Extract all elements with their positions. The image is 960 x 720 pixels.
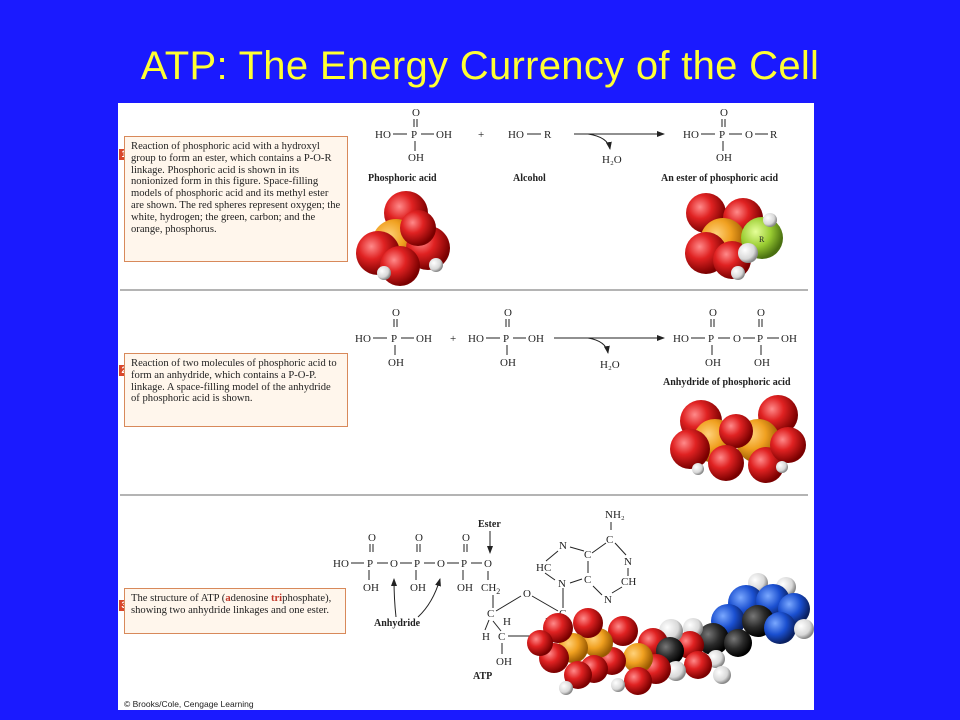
svg-text:HO: HO (355, 333, 371, 345)
svg-text:P: P (391, 333, 397, 345)
phosphoric-acid-structure: O HO P OH OH (375, 107, 452, 164)
svg-text:O: O (745, 129, 753, 141)
svg-text:C: C (498, 631, 505, 643)
label-ester: An ester of phosphoric acid (661, 173, 778, 184)
svg-text:OH: OH (408, 152, 424, 164)
svg-text:O: O (412, 107, 420, 119)
svg-text:P: P (461, 558, 467, 570)
label-R-atom: R (759, 235, 765, 244)
phosphoric-acid-structure-2b: O HO P OH OH (468, 307, 544, 369)
svg-text:H: H (482, 631, 490, 643)
svg-text:R: R (770, 129, 778, 141)
label-atp: ATP (473, 671, 492, 682)
plus-sign-2: + (450, 333, 456, 345)
svg-text:O: O (415, 532, 423, 544)
svg-text:O: O (720, 107, 728, 119)
svg-text:O: O (484, 558, 492, 570)
section-2-caption: Reaction of two molecules of phosphoric … (124, 353, 348, 427)
anhydride-pointer-1 (391, 578, 398, 618)
svg-text:O: O (504, 307, 512, 319)
svg-text:C: C (584, 574, 591, 586)
svg-text:OH: OH (500, 357, 516, 369)
svg-text:P: P (757, 333, 763, 345)
section-1-caption: Reaction of phosphoric acid with a hydro… (124, 136, 348, 262)
svg-text:HO: HO (673, 333, 689, 345)
alcohol-structure: HO R (508, 129, 552, 141)
svg-text:HO: HO (468, 333, 484, 345)
label-anhydride-acid: Anhydride of phosphoric acid (663, 377, 791, 388)
svg-text:O: O (733, 333, 741, 345)
svg-text:HO: HO (375, 129, 391, 141)
svg-text:P: P (503, 333, 509, 345)
ester-model (685, 193, 783, 280)
svg-text:O: O (462, 532, 470, 544)
reaction-arrow-1 (574, 131, 665, 150)
svg-text:P: P (719, 129, 725, 141)
svg-text:P: P (414, 558, 420, 570)
svg-text:H: H (503, 616, 511, 628)
figure-panel: 1 Reaction of phosphoric acid with a hyd… (118, 103, 814, 710)
svg-text:HO: HO (333, 558, 349, 570)
svg-text:CH: CH (621, 576, 636, 588)
label-anhydride-linkage: Anhydride (374, 618, 421, 629)
svg-text:N: N (624, 556, 632, 568)
anhydride-structure: O HO P O O P OH OH OH (673, 307, 797, 369)
svg-text:C: C (584, 549, 591, 561)
svg-text:HO: HO (683, 129, 699, 141)
svg-text:O: O (368, 532, 376, 544)
svg-text:OH: OH (496, 656, 512, 668)
phosphoric-acid-model (356, 191, 450, 286)
svg-text:HO: HO (508, 129, 524, 141)
svg-text:CH2: CH2 (481, 582, 500, 596)
svg-text:OH: OH (754, 357, 770, 369)
svg-text:N: N (558, 578, 566, 590)
svg-text:OH: OH (716, 152, 732, 164)
svg-text:N: N (559, 540, 567, 552)
svg-text:OH: OH (781, 333, 797, 345)
svg-text:P: P (708, 333, 714, 345)
label-phosphoric-acid: Phosphoric acid (368, 173, 437, 184)
svg-text:HC: HC (536, 562, 551, 574)
plus-sign-1: + (478, 129, 484, 141)
slide-title: ATP: The Energy Currency of the Cell (140, 44, 820, 88)
svg-text:OH: OH (457, 582, 473, 594)
svg-text:C: C (487, 608, 494, 620)
svg-text:OH: OH (410, 582, 426, 594)
svg-text:R: R (544, 129, 552, 141)
byproduct-water-2: H₂O (600, 359, 620, 371)
svg-text:P: P (411, 129, 417, 141)
atp-model (527, 573, 814, 695)
svg-text:OH: OH (388, 357, 404, 369)
anhydride-pointer-2 (417, 578, 441, 618)
svg-text:O: O (757, 307, 765, 319)
svg-text:O: O (392, 307, 400, 319)
byproduct-water-1: H₂O (602, 154, 622, 166)
svg-text:N: N (604, 594, 612, 606)
svg-text:O: O (523, 588, 531, 600)
ester-structure: O HO P O R OH (683, 107, 778, 164)
label-ester-linkage: Ester (478, 519, 501, 530)
svg-text:OH: OH (363, 582, 379, 594)
svg-text:C: C (606, 534, 613, 546)
svg-text:OH: OH (705, 357, 721, 369)
phosphoric-acid-structure-2a: O HO P OH OH (355, 307, 432, 369)
label-alcohol: Alcohol (513, 173, 546, 184)
svg-text:NH₂: NH₂ (605, 509, 625, 521)
section-3-caption: The structure of ATP (adenosine triphosp… (124, 588, 346, 634)
svg-text:P: P (367, 558, 373, 570)
svg-text:OH: OH (528, 333, 544, 345)
svg-text:OH: OH (436, 129, 452, 141)
copyright-notice: © Brooks/Cole, Cengage Learning (124, 699, 254, 709)
reaction-arrow-2 (554, 335, 665, 354)
svg-text:OH: OH (416, 333, 432, 345)
svg-text:O: O (709, 307, 717, 319)
anhydride-model (670, 395, 806, 483)
svg-text:O: O (390, 558, 398, 570)
svg-text:O: O (437, 558, 445, 570)
